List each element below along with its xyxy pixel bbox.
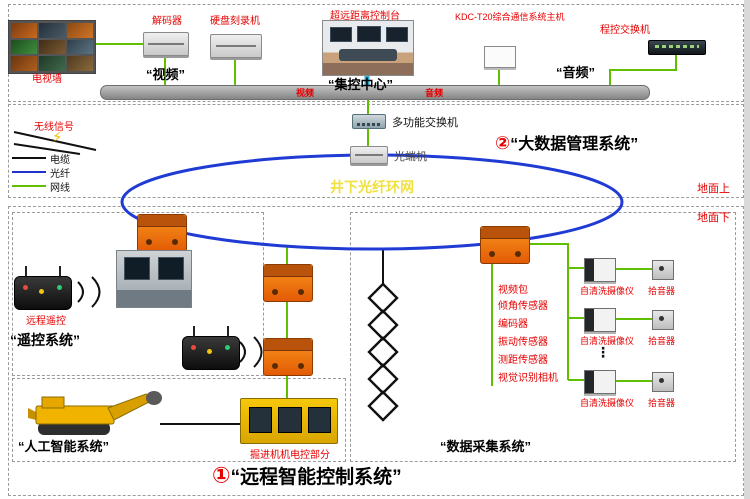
below-ground-label: 地面下 bbox=[697, 212, 730, 224]
video-pack-label: 视频包 bbox=[498, 285, 528, 296]
decoder-label: 解码器 bbox=[152, 16, 182, 27]
pbx-device bbox=[648, 40, 706, 55]
main-title: ①“远程智能控制系统” bbox=[212, 462, 402, 489]
pickup-3 bbox=[652, 372, 674, 392]
camera-label-2: 自清洗摄像仪 bbox=[580, 336, 635, 346]
bigdata-label: “大数据管理系统” bbox=[510, 136, 639, 153]
ground-mid-section-box bbox=[8, 104, 744, 198]
recorder-device bbox=[210, 34, 262, 58]
camera-3 bbox=[584, 370, 616, 394]
control-center-label: “集控中心” bbox=[328, 77, 394, 92]
above-ground-label: 地面上 bbox=[697, 183, 730, 195]
camera-label-3: 自清洗摄像仪 bbox=[580, 398, 635, 408]
machine-control-unit bbox=[240, 398, 338, 444]
bigdata-system-title: ②“大数据管理系统” bbox=[495, 130, 638, 154]
camera-label-1: 自清洗摄像仪 bbox=[580, 286, 635, 296]
tv-wall-label: 电视墙 bbox=[32, 74, 62, 85]
console-label: 超远距离控制台 bbox=[330, 11, 400, 22]
pickup-2 bbox=[652, 310, 674, 330]
main-title-text: “远程智能控制系统” bbox=[230, 467, 402, 488]
sensor-label-2: 编码器 bbox=[498, 319, 528, 330]
ai-system-box bbox=[12, 378, 346, 462]
optical-terminal-device bbox=[350, 146, 388, 164]
remote-ctrl-label: 远程遥控 bbox=[26, 316, 66, 327]
legend-lan-label: 网线 bbox=[50, 183, 70, 194]
kdc-host-label: KDC-T20综合通信系统主机 bbox=[455, 12, 565, 22]
main-title-number: ① bbox=[212, 462, 231, 488]
wireless-arcs bbox=[77, 276, 263, 368]
flameproof-controller-a bbox=[137, 214, 187, 252]
pickup-1 bbox=[652, 260, 674, 280]
remote-controller-2 bbox=[182, 326, 240, 370]
legend-fiber-label: 光纤 bbox=[50, 169, 70, 180]
sensor-label-3: 振动传感器 bbox=[498, 337, 548, 348]
pickup-label-3: 拾音器 bbox=[648, 398, 676, 408]
av-bus-bar bbox=[100, 85, 650, 100]
machine-part-label: 掘进机机电控部分 bbox=[250, 450, 330, 461]
camera-ellipsis: ⋮ bbox=[596, 344, 610, 360]
roadheader-machine bbox=[28, 378, 163, 440]
bigdata-number: ② bbox=[495, 133, 511, 153]
remote-controller-1 bbox=[14, 266, 72, 310]
flameproof-controller-b bbox=[263, 264, 313, 302]
ai-system-title: “人工智能系统” bbox=[18, 439, 110, 454]
recorder-label: 硬盘刻录机 bbox=[210, 16, 260, 27]
bus-video-tag: 视频 bbox=[296, 88, 315, 98]
legend-cable-label: 电缆 bbox=[50, 155, 70, 166]
camera-1 bbox=[584, 258, 616, 282]
underground-section-box bbox=[8, 206, 744, 496]
legend-wireless-label: 无线信号 bbox=[34, 122, 74, 133]
multi-switch-device bbox=[352, 114, 386, 129]
audio-group-label: “音频” bbox=[556, 65, 596, 80]
legend-wireless-lines bbox=[13, 131, 97, 155]
lan-lines bbox=[90, 43, 677, 400]
cable-lines bbox=[160, 250, 384, 425]
bus-audio-tag: 音频 bbox=[425, 88, 444, 98]
sensor-label-5: 视觉识别相机 bbox=[498, 373, 558, 384]
window-edge bbox=[744, 0, 750, 499]
sensor-label-4: 测距传感器 bbox=[498, 355, 548, 366]
fiber-ring bbox=[120, 153, 624, 251]
flameproof-controller-d bbox=[480, 226, 530, 264]
remote-system-title: “遥控系统” bbox=[10, 332, 80, 348]
flameproof-controller-c bbox=[263, 338, 313, 376]
sensor-chain bbox=[367, 282, 399, 422]
operator-console bbox=[116, 250, 192, 308]
pbx-label: 程控交换机 bbox=[600, 25, 650, 36]
tv-wall bbox=[8, 20, 96, 74]
data-acquisition-title: “数据采集系统” bbox=[440, 439, 532, 454]
video-group-label: “视频” bbox=[146, 67, 186, 82]
lightning-icon: ⚡ bbox=[52, 129, 63, 146]
optical-terminal-label: 光端机 bbox=[394, 151, 427, 163]
control-console-photo bbox=[322, 20, 414, 76]
data-acquisition-box bbox=[350, 212, 736, 462]
decoder-device bbox=[143, 32, 189, 56]
camera-2 bbox=[584, 308, 616, 332]
kdc-host-device bbox=[484, 46, 516, 68]
pickup-label-1: 拾音器 bbox=[648, 286, 676, 296]
fiber-ring-label: 井下光纤环网 bbox=[330, 179, 414, 195]
sensor-label-1: 倾角传感器 bbox=[498, 301, 548, 312]
pickup-label-2: 拾音器 bbox=[648, 336, 676, 346]
multi-switch-label: 多功能交换机 bbox=[392, 117, 458, 129]
